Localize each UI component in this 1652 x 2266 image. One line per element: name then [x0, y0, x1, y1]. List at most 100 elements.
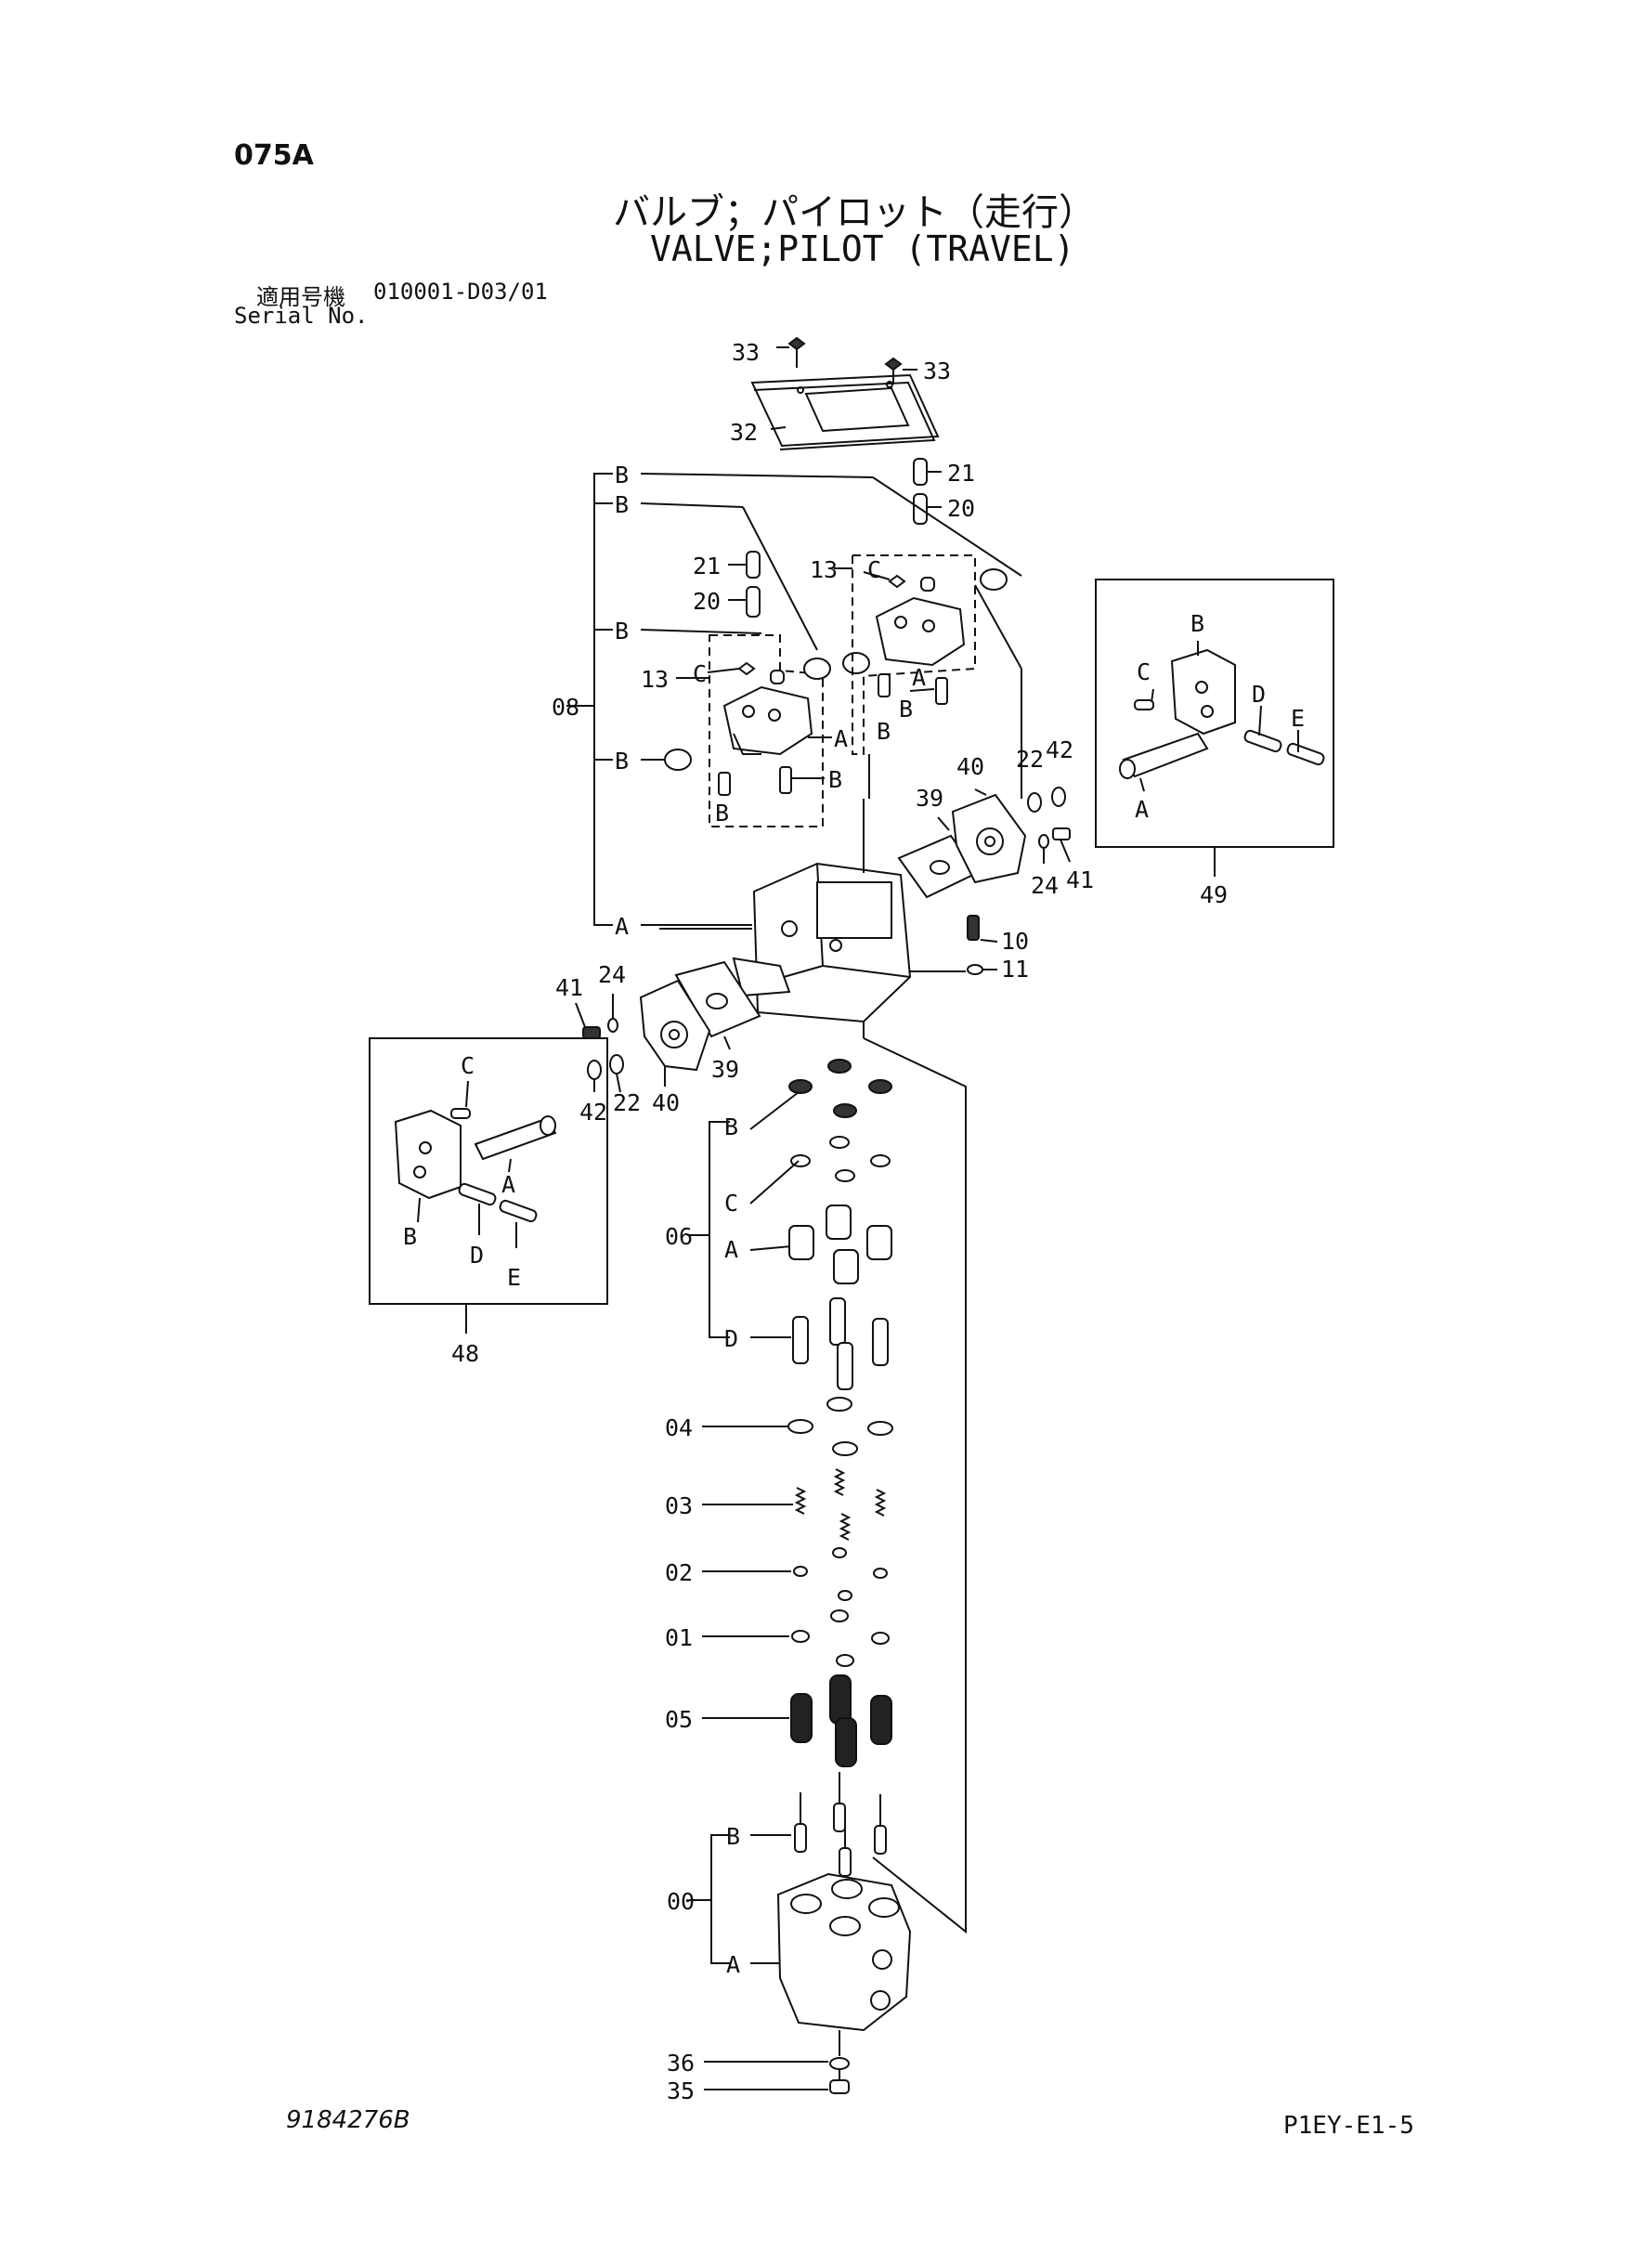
callout-33-left: 33 — [732, 339, 760, 366]
callout-10: 10 — [1001, 928, 1029, 955]
sheet-code: P1EY-E1-5 — [1283, 2112, 1414, 2140]
bolt-10 — [967, 915, 980, 941]
box49-a: A — [1135, 796, 1149, 823]
cover-40-left — [639, 979, 711, 1072]
callout-00: 00 — [667, 1888, 695, 1915]
callout-11: 11 — [1001, 956, 1029, 983]
callout-48: 48 — [451, 1340, 479, 1367]
callout-36: 36 — [667, 2050, 695, 2077]
bolt-41-right — [1052, 827, 1071, 840]
callout-labels: 33 33 32 21 20 21 20 13 13 08 B B B B A … — [403, 339, 1305, 2104]
housing-00a — [776, 1872, 912, 2032]
o-ring-22-left — [609, 1054, 624, 1074]
title-english: VALVE;PILOT (TRAVEL) — [650, 228, 1075, 269]
plug-06a — [788, 1205, 892, 1284]
o-ring-42-left — [587, 1060, 602, 1080]
callout-42-right: 42 — [1046, 736, 1073, 763]
bracket-06 — [687, 1091, 800, 1338]
callout-22-right: 22 — [1016, 746, 1044, 773]
callout-39-right: 39 — [916, 785, 943, 812]
spring-03 — [794, 1468, 887, 1541]
ring-06c — [790, 1136, 891, 1182]
callout-13-left: 13 — [641, 666, 669, 693]
box48-e: E — [507, 1264, 521, 1291]
bracket00-a: A — [726, 1951, 740, 1978]
cam-assembly-13-left — [709, 634, 824, 827]
callout-20-left: 20 — [693, 588, 721, 615]
cam-left-b2: B — [828, 766, 842, 793]
cover-plate-32 — [750, 373, 940, 450]
bracket06-b: B — [724, 1113, 738, 1140]
cover-40-right — [951, 793, 1027, 884]
seat-04 — [787, 1397, 893, 1456]
callout-03: 03 — [665, 1492, 693, 1519]
box48-c: C — [461, 1052, 475, 1079]
plug-35 — [829, 2079, 850, 2094]
callout-08: 08 — [552, 694, 579, 721]
bracket-00 — [689, 1834, 791, 1964]
washer-24-left — [607, 1018, 618, 1033]
serial-label-japanese: 適用号機 — [256, 284, 345, 310]
callout-04: 04 — [665, 1414, 693, 1441]
callout-41-right: 41 — [1066, 866, 1094, 893]
seal-06b — [788, 1059, 892, 1118]
washer-24-right — [1038, 834, 1049, 849]
plunger-06d — [792, 1297, 889, 1390]
callout-40-left: 40 — [652, 1089, 680, 1116]
cam-right-c: C — [867, 556, 881, 583]
callout-42-left: 42 — [579, 1099, 607, 1126]
serial-label-english: Serial No. — [234, 303, 369, 329]
callout-49: 49 — [1200, 881, 1228, 908]
bolt-33-right — [884, 357, 903, 384]
bolt-41-left — [582, 1026, 601, 1039]
serial-value: 010001-D03/01 — [373, 279, 548, 305]
bracket00-b: B — [726, 1823, 740, 1850]
cam-assembly-13-right — [852, 554, 976, 799]
callout-21-left: 21 — [693, 553, 721, 580]
bracket06-c: C — [724, 1190, 738, 1217]
callout-22-left: 22 — [613, 1089, 641, 1116]
washer-11 — [967, 964, 983, 975]
pin-21-right — [913, 458, 928, 486]
o-ring-36 — [829, 2057, 850, 2070]
callout-02: 02 — [665, 1559, 693, 1586]
callout-33-right: 33 — [923, 358, 951, 384]
washer-02 — [793, 1547, 888, 1601]
bracket08-a: A — [615, 913, 629, 940]
cam-left-b1: B — [715, 800, 729, 827]
callout-20-right: 20 — [947, 495, 975, 522]
title-japanese: バルブ；パイロット（走行） — [613, 191, 1096, 234]
cam-right-b1: B — [877, 718, 891, 745]
callout-39-left: 39 — [711, 1056, 739, 1083]
callout-32: 32 — [730, 419, 758, 446]
callout-24-left: 24 — [598, 961, 626, 988]
o-ring-42-right — [1051, 787, 1066, 807]
bracket08-b3: B — [615, 618, 629, 645]
bolt-33-left — [787, 336, 806, 368]
spring-05 — [790, 1674, 892, 1767]
bracket08-b2: B — [615, 491, 629, 518]
cam-right-a: A — [912, 664, 926, 691]
box48-a: A — [501, 1171, 515, 1198]
washer-01 — [791, 1609, 890, 1667]
callout-41-left: 41 — [555, 974, 583, 1001]
bracket08-b4: B — [615, 748, 629, 775]
callout-24-right: 24 — [1031, 872, 1059, 899]
box49-c: C — [1137, 658, 1151, 685]
bracket06-a: A — [724, 1236, 738, 1263]
detail-box-49 — [1095, 579, 1334, 877]
o-ring-22-right — [1027, 792, 1042, 813]
callout-35: 35 — [667, 2077, 695, 2104]
pin-20-left — [746, 586, 761, 618]
box48-b: B — [403, 1223, 417, 1250]
callout-01: 01 — [665, 1624, 693, 1651]
callout-05: 05 — [665, 1706, 693, 1733]
cam-left-a: A — [834, 725, 848, 752]
page-code: 075A — [234, 139, 314, 172]
bracket06-d: D — [724, 1325, 738, 1352]
cam-right-b2: B — [899, 696, 913, 723]
cam-left-c: C — [693, 660, 707, 687]
box49-e: E — [1291, 705, 1305, 732]
bracket08-b1: B — [615, 462, 629, 488]
